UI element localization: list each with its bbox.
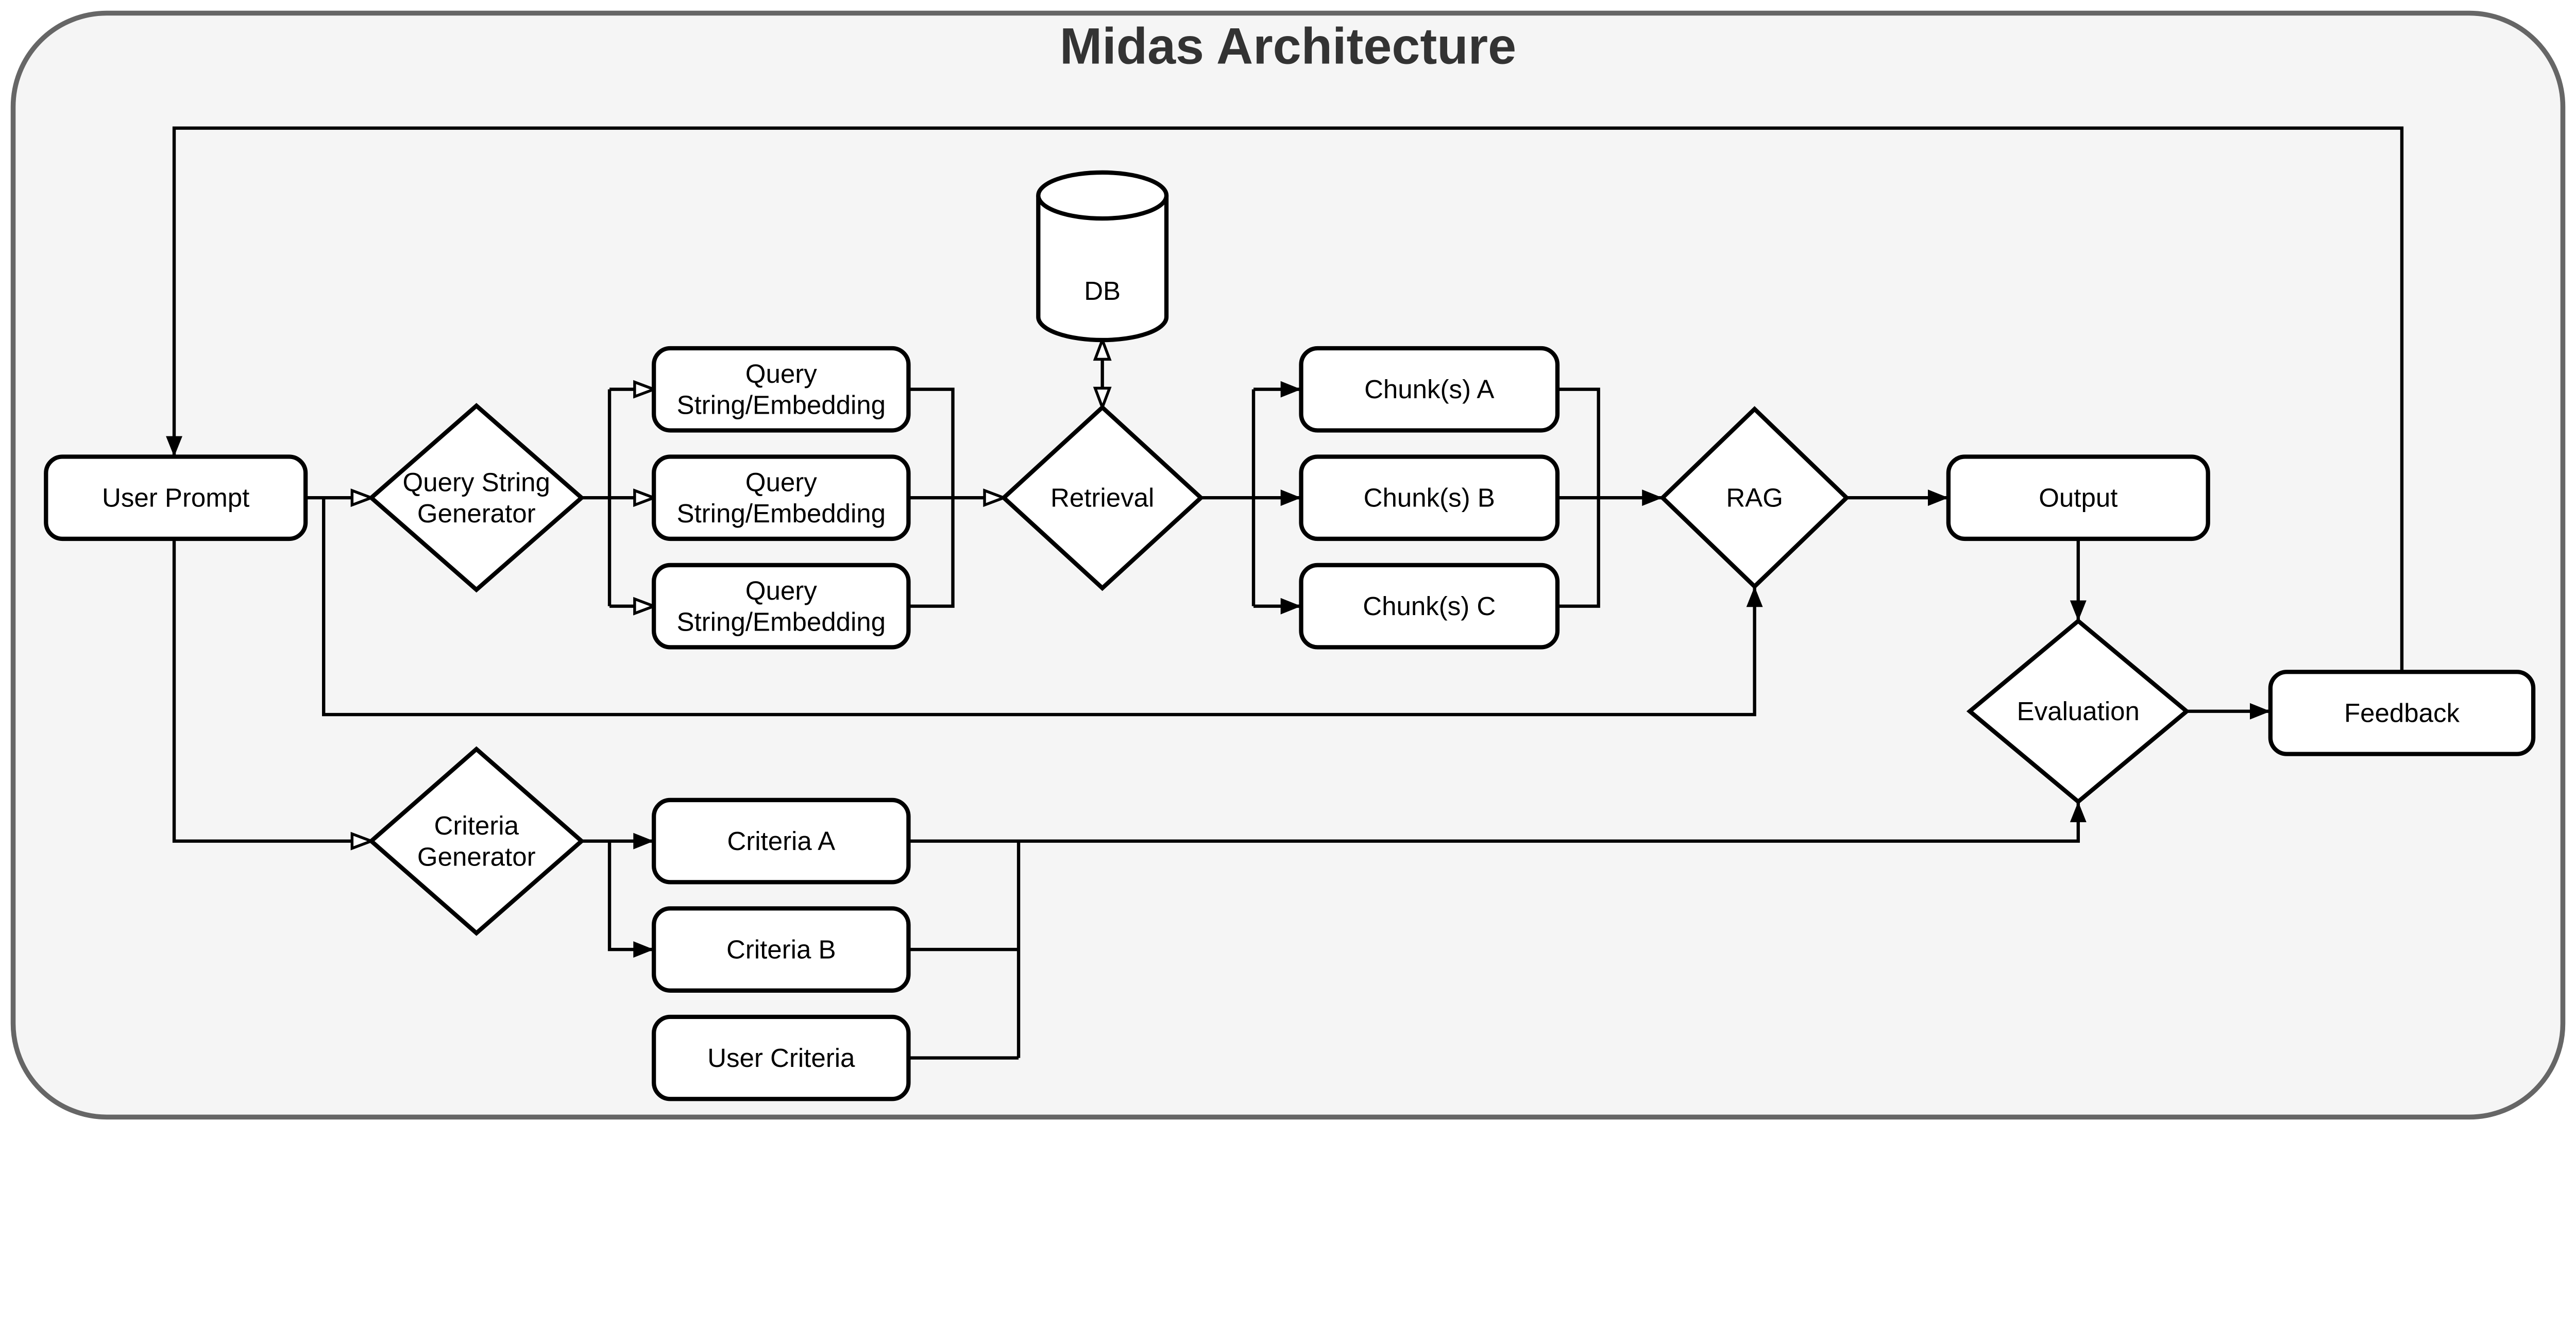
feedback-label: Feedback — [2344, 698, 2460, 727]
evaluation-diamond — [1966, 618, 2190, 805]
query-embedding-1-box — [651, 346, 911, 433]
query-embedding-1-label-line1: Query — [745, 359, 817, 388]
node-query-string-generator: Query String Generator — [368, 403, 585, 593]
node-evaluation: Evaluation — [1966, 618, 2190, 805]
edge-criteria-generator-to-criteria-b — [607, 841, 654, 958]
query-embedding-2-box — [651, 454, 911, 541]
output-box — [1946, 454, 2210, 541]
node-criteria-a: Criteria A — [651, 797, 911, 885]
edge-user-prompt-to-criteria-generator — [172, 538, 376, 851]
page-title: Midas Architecture — [1060, 18, 1516, 74]
criteria-generator-diamond — [368, 746, 585, 936]
node-chunks-c: Chunk(s) C — [1299, 563, 1560, 650]
criteria-generator-label-line1: Criteria — [434, 811, 519, 840]
query-embedding-3-label-line2: String/Embedding — [676, 607, 886, 636]
node-query-embedding-2: Query String/Embedding — [651, 454, 911, 541]
db-cylinder-top — [1036, 170, 1169, 221]
chunks-a-label: Chunk(s) A — [1364, 375, 1494, 404]
node-feedback: Feedback — [2268, 670, 2536, 756]
chunks-a-box — [1299, 346, 1560, 433]
edge-user-prompt-to-rag-bypass — [322, 498, 1763, 717]
rag-label: RAG — [1726, 483, 1783, 513]
edges — [166, 126, 2404, 1060]
node-chunks-a: Chunk(s) A — [1299, 346, 1560, 433]
user-prompt-box — [44, 454, 308, 541]
query-embedding-3-label-line1: Query — [745, 576, 817, 605]
node-rag: RAG — [1659, 406, 1850, 590]
query-embedding-2-label-line2: String/Embedding — [676, 499, 886, 528]
retrieval-diamond — [1001, 404, 1205, 591]
user-prompt-label: User Prompt — [102, 483, 249, 513]
node-user-criteria: User Criteria — [651, 1014, 911, 1101]
edge-criteria-to-evaluation — [908, 802, 2087, 843]
query-string-generator-label-line1: Query String — [403, 467, 550, 497]
query-string-generator-label-line2: Generator — [417, 499, 536, 528]
query-string-generator-diamond — [368, 403, 585, 593]
evaluation-label: Evaluation — [2017, 697, 2140, 726]
chunks-b-box — [1299, 454, 1560, 541]
criteria-b-label: Criteria B — [726, 935, 836, 964]
chunks-b-label: Chunk(s) B — [1364, 483, 1495, 513]
diagram-canvas: Midas Architecture — [10, 10, 2566, 1120]
rag-diamond — [1659, 406, 1850, 590]
user-criteria-box — [651, 1014, 911, 1101]
node-output: Output — [1946, 454, 2210, 541]
node-chunks-b: Chunk(s) B — [1299, 454, 1560, 541]
midas-architecture-diagram: Midas Architecture — [10, 10, 2566, 1120]
feedback-box — [2268, 670, 2536, 756]
node-retrieval: Retrieval — [1001, 404, 1205, 591]
query-embedding-3-box — [651, 563, 911, 650]
node-db: DB — [1036, 170, 1169, 343]
chunks-c-label: Chunk(s) C — [1363, 591, 1496, 621]
diagram-frame — [10, 10, 2566, 1120]
chunks-c-box — [1299, 563, 1560, 650]
query-embedding-1-label-line2: String/Embedding — [676, 390, 886, 420]
node-criteria-b: Criteria B — [651, 906, 911, 993]
retrieval-label: Retrieval — [1050, 483, 1154, 513]
output-label: Output — [2039, 483, 2117, 513]
criteria-a-label: Criteria A — [727, 826, 835, 856]
criteria-b-box — [651, 906, 911, 993]
node-query-embedding-3: Query String/Embedding — [651, 563, 911, 650]
criteria-generator-label-line2: Generator — [417, 842, 536, 871]
node-user-prompt: User Prompt — [44, 454, 308, 541]
db-label: DB — [1084, 276, 1121, 305]
node-criteria-generator: Criteria Generator — [368, 746, 585, 936]
db-cylinder-body — [1036, 195, 1169, 343]
edge-feedback-to-user-prompt — [166, 126, 2404, 672]
query-embedding-2-label-line1: Query — [745, 467, 817, 497]
user-criteria-label: User Criteria — [707, 1043, 855, 1073]
criteria-a-box — [651, 797, 911, 885]
node-query-embedding-1: Query String/Embedding — [651, 346, 911, 433]
